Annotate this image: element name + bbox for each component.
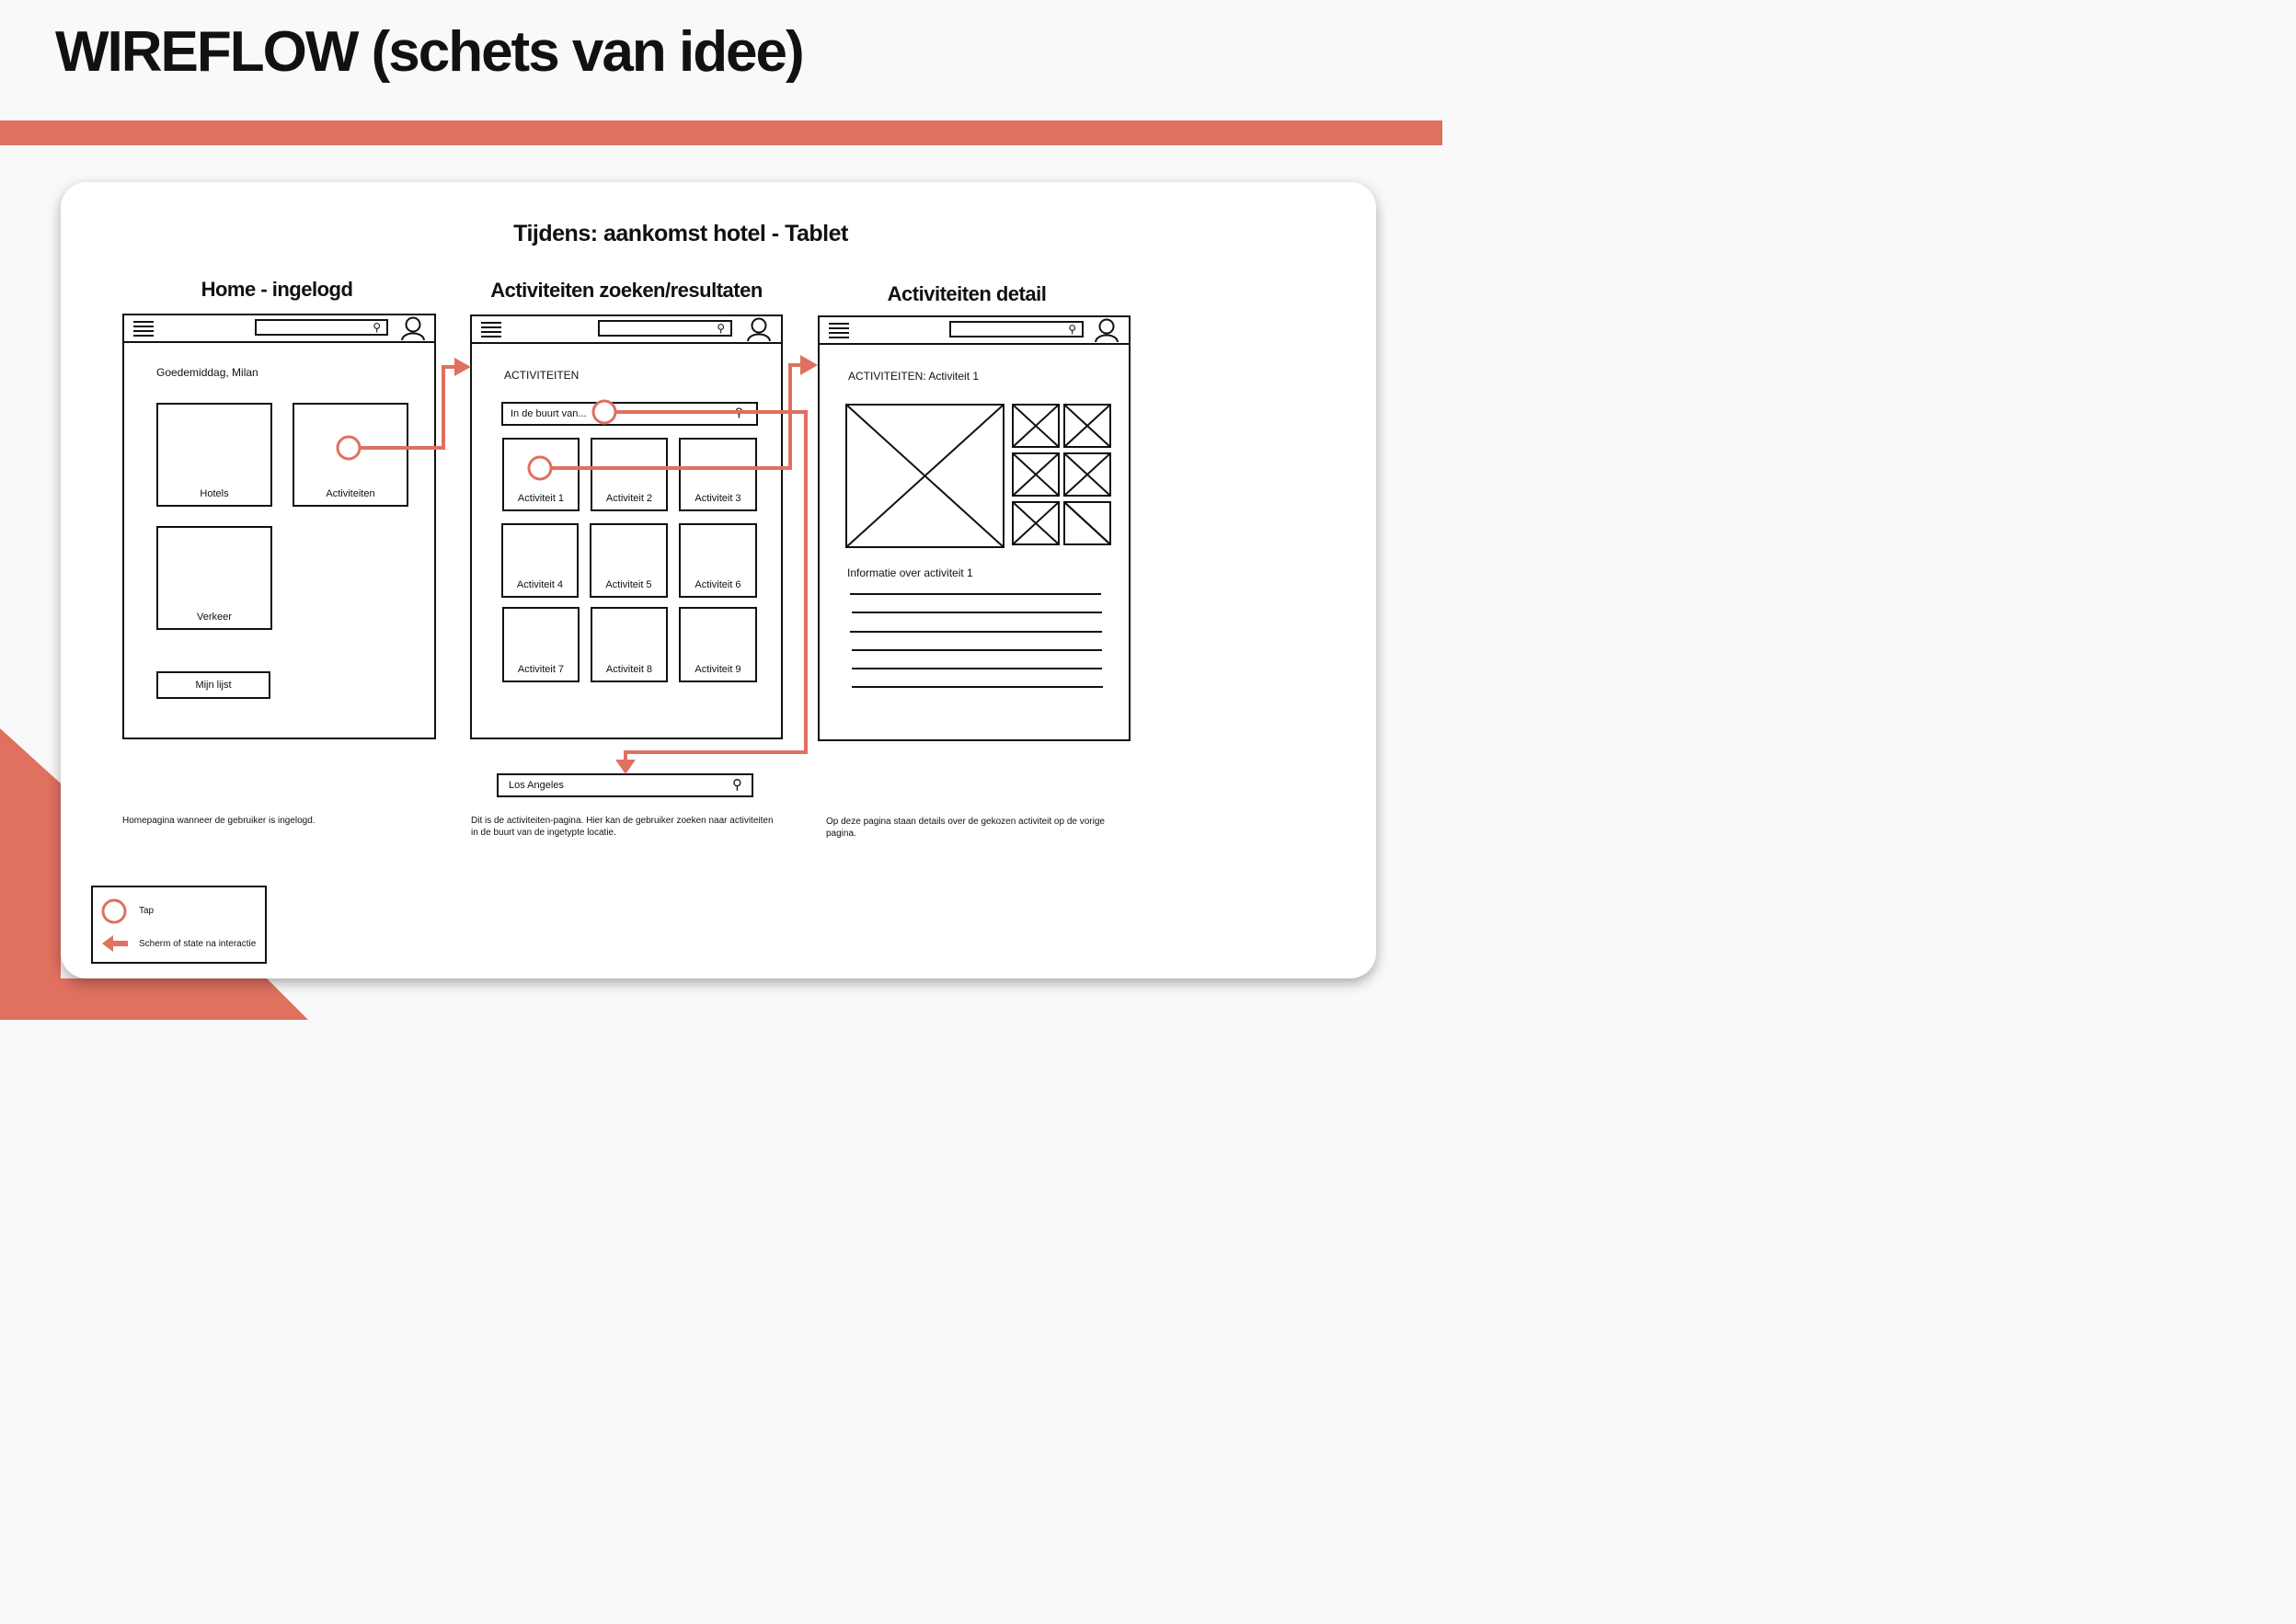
input-value: Los Angeles — [509, 780, 564, 791]
result-tile[interactable]: Activiteit 3 — [679, 438, 757, 511]
result-label: Activiteit 3 — [695, 493, 741, 504]
image-placeholder-icon — [845, 404, 1004, 548]
flow-connectors — [336, 355, 818, 774]
caption-line: Op deze pagina staan details over de gek… — [826, 817, 1105, 827]
corner-decoration — [0, 728, 308, 1020]
search-icon: ⚲ — [732, 777, 742, 793]
result-label: Activiteit 1 — [517, 493, 565, 504]
top-search-bar[interactable]: ⚲ — [598, 320, 732, 337]
result-tile[interactable]: Activiteit 5 — [590, 523, 668, 598]
mijn-lijst-button[interactable]: Mijn lijst — [156, 671, 270, 699]
tile-activiteiten[interactable]: Activiteiten — [293, 403, 408, 507]
result-tile[interactable]: Activiteit 6 — [679, 523, 757, 598]
tile-label: Verkeer — [197, 612, 232, 623]
caption-line: in de buurt van de ingetypte locatie. — [471, 828, 616, 838]
arrow-left-icon — [102, 935, 128, 952]
search-topbar: ⚲ — [472, 316, 781, 344]
text-line — [852, 612, 1102, 613]
page-title: WIREFLOW (schets van idee) — [55, 20, 805, 84]
legend-tap-label: Tap — [139, 906, 155, 916]
result-tile[interactable]: Activiteit 4 — [501, 523, 579, 598]
detail-heading: ACTIVITEITEN: Activiteit 1 — [848, 370, 980, 383]
detail-screen-frame: ⚲ ACTIVITEITEN: Activiteit 1 Informatie … — [818, 315, 1131, 741]
thumbnail-grid — [1012, 404, 1111, 545]
menu-icon[interactable] — [481, 322, 501, 337]
result-label: Activiteit 6 — [695, 579, 741, 590]
text-line — [850, 593, 1101, 595]
detail-caption: Op deze pagina staan details over de gek… — [826, 816, 1130, 840]
tap-circle-icon — [101, 898, 127, 924]
detail-topbar: ⚲ — [820, 317, 1129, 345]
tile-label: Hotels — [200, 488, 229, 499]
input-placeholder: In de buurt van... — [511, 408, 587, 419]
user-icon[interactable] — [746, 317, 772, 342]
search-heading: ACTIVITEITEN — [504, 369, 580, 382]
home-caption: Homepagina wanneer de gebruiker is ingel… — [122, 816, 316, 826]
result-label: Activiteit 5 — [605, 579, 652, 590]
screen-title-detail: Activiteiten detail — [887, 282, 1047, 305]
screen-title-home: Home - ingelogd — [201, 278, 353, 301]
result-tile[interactable]: Activiteit 8 — [591, 607, 668, 682]
button-label: Mijn lijst — [195, 680, 232, 691]
search-icon: ⚲ — [373, 321, 381, 334]
tap-circle-icon — [336, 435, 362, 461]
result-tile[interactable]: Activiteit 2 — [591, 438, 668, 511]
user-icon[interactable] — [1094, 318, 1119, 343]
result-tile[interactable]: Activiteit 7 — [502, 607, 580, 682]
result-label: Activiteit 8 — [605, 664, 653, 675]
search-icon: ⚲ — [1068, 323, 1076, 336]
text-line — [852, 649, 1102, 651]
legend: Tap Scherm of state na interactie — [91, 886, 267, 964]
result-label: Activiteit 4 — [516, 579, 564, 590]
tile-hotels[interactable]: Hotels — [156, 403, 272, 507]
top-search-bar[interactable]: ⚲ — [949, 321, 1084, 337]
menu-icon[interactable] — [133, 321, 154, 337]
menu-icon[interactable] — [829, 323, 849, 338]
result-label: Activiteit 7 — [517, 664, 565, 675]
caption-line: pagina. — [826, 829, 856, 839]
screen-title-search: Activiteiten zoeken/resultaten — [490, 279, 763, 302]
accent-band — [0, 120, 1442, 145]
user-icon[interactable] — [400, 316, 426, 341]
text-line — [850, 631, 1102, 633]
home-greeting: Goedemiddag, Milan — [156, 366, 258, 379]
result-label: Activiteit 2 — [605, 493, 653, 504]
text-line — [852, 686, 1103, 688]
result-tile[interactable]: Activiteit 9 — [679, 607, 757, 682]
result-label: Activiteit 9 — [695, 664, 741, 675]
home-search-bar[interactable]: ⚲ — [255, 319, 388, 336]
tap-circle-icon — [591, 399, 617, 425]
text-line — [852, 668, 1102, 669]
search-state-input[interactable]: Los Angeles ⚲ — [497, 773, 753, 797]
tile-label: Activiteiten — [326, 488, 375, 499]
legend-state-label: Scherm of state na interactie — [139, 939, 257, 949]
caption-line: Dit is de activiteiten-pagina. Hier kan … — [471, 816, 774, 826]
info-heading: Informatie over activiteit 1 — [847, 566, 973, 579]
tile-verkeer[interactable]: Verkeer — [156, 526, 272, 630]
search-caption: Dit is de activiteiten-pagina. Hier kan … — [471, 815, 802, 839]
home-screen-frame: ⚲ Goedemiddag, Milan Hotels Activiteiten… — [122, 314, 436, 739]
flow-title: Tijdens: aankomst hotel - Tablet — [513, 221, 848, 246]
home-topbar: ⚲ — [124, 315, 434, 343]
tap-circle-icon — [527, 455, 553, 481]
search-icon: ⚲ — [717, 322, 725, 335]
